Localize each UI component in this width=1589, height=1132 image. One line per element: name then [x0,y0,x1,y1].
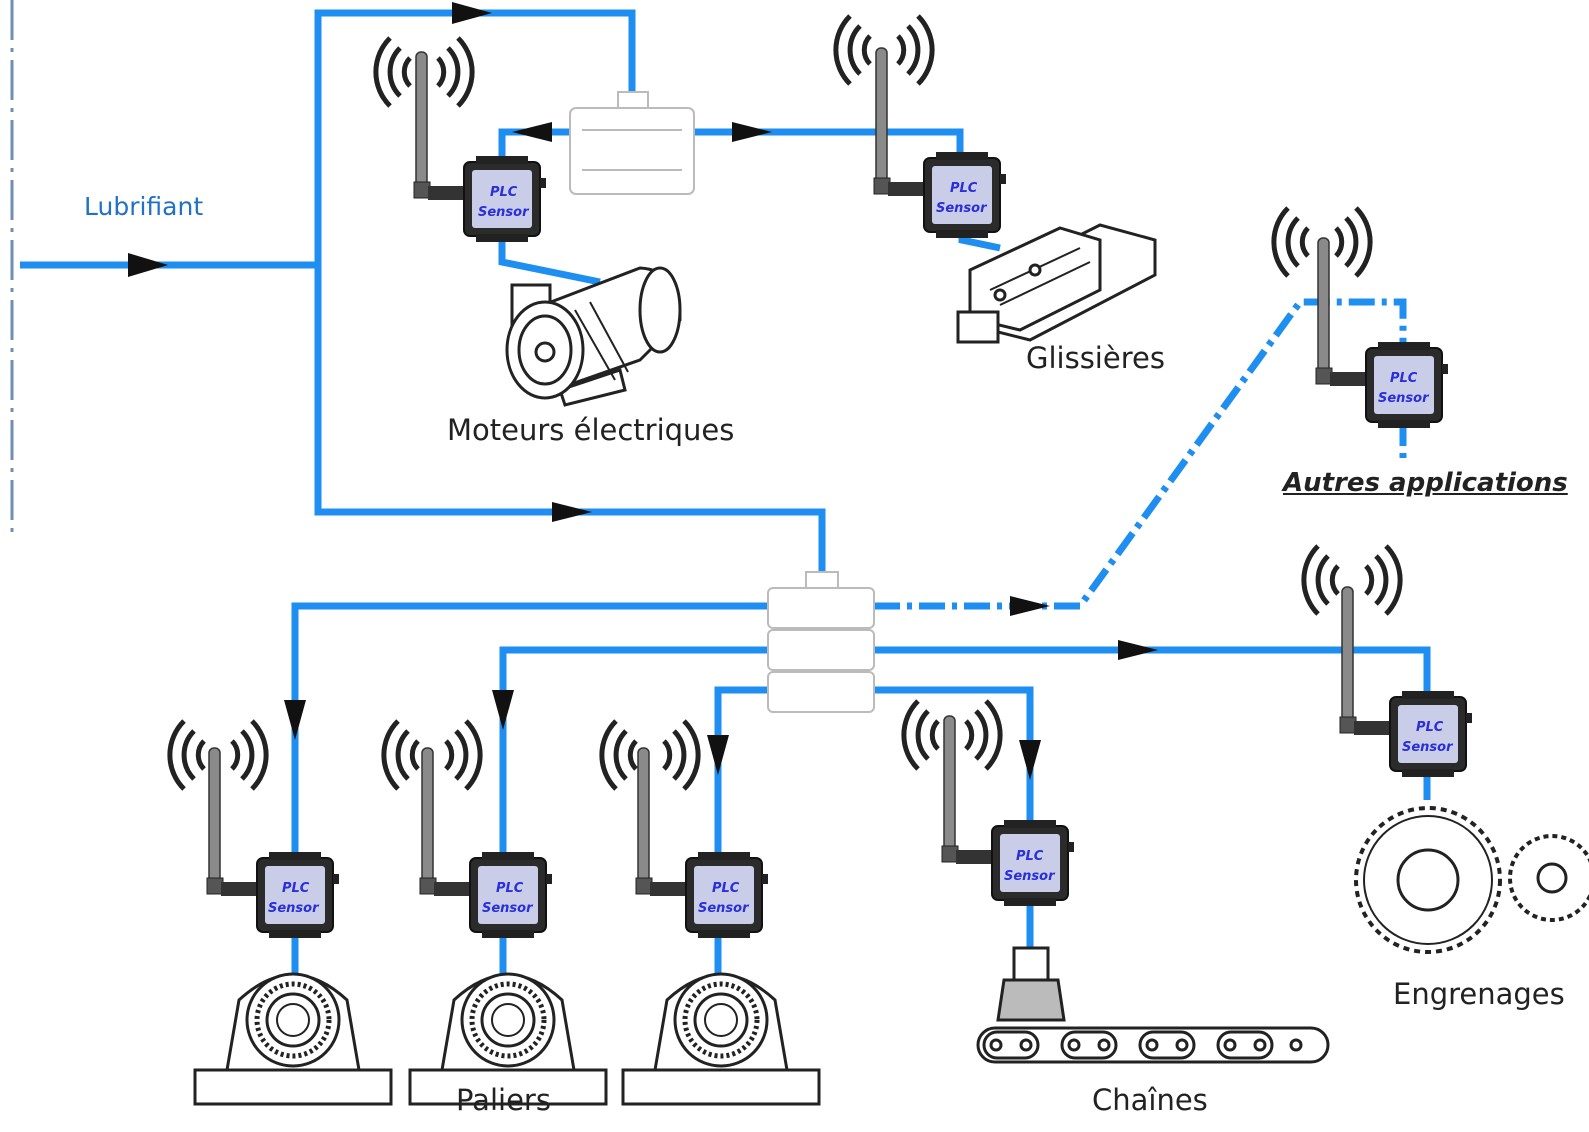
flow-arrow-icon [732,122,772,142]
sensor-chaines: PLC Sensor [904,701,1075,907]
bottom-distributor-icon [767,571,875,713]
pillow-block-bearing-icon [195,974,391,1104]
flow-arrow-icon [1019,740,1041,780]
flow-arrow-icon [284,700,306,740]
svg-text:PLC: PLC [950,181,978,196]
gear-icon-small [1508,834,1589,922]
lubricant-label: Lubrifiant [84,192,204,221]
sensor-glissieres: PLC Sensor [836,16,1007,239]
flow-arrow-icon [552,502,592,522]
svg-text:PLC: PLC [1416,720,1444,735]
svg-text:Sensor: Sensor [1378,391,1430,406]
svg-text:Sensor: Sensor [936,201,988,216]
flow-arrow-icon [452,2,492,24]
svg-text:Sensor: Sensor [478,205,530,220]
svg-text:Sensor: Sensor [268,901,320,916]
sensor-palier-3: PLC Sensor [602,721,769,939]
flow-arrow-icon [128,253,168,277]
electric-motor-icon [505,266,682,407]
sensor-engrenages: PLC Sensor [1304,546,1473,778]
sensor-palier-1: PLC Sensor [170,721,340,939]
linear-rail-icon [956,223,1157,344]
gear-icon [1354,806,1502,954]
svg-text:PLC: PLC [496,881,524,896]
flow-arrows [128,2,1158,780]
svg-text:PLC: PLC [712,881,740,896]
flow-arrow-icon [1010,596,1050,616]
chain-icon [976,946,1330,1064]
svg-text:Sensor: Sensor [1004,869,1056,884]
svg-text:PLC: PLC [490,185,518,200]
sensor-autres: PLC Sensor [1274,208,1449,429]
label-moteurs-electriques: Moteurs électriques [447,413,735,447]
top-distributor-icon [569,91,695,195]
svg-text:Sensor: Sensor [482,901,534,916]
flow-arrow-icon [707,735,729,775]
flow-arrow-icon [512,122,552,142]
label-glissieres: Glissières [1026,341,1165,375]
label-paliers: Paliers [456,1083,551,1117]
flow-arrow-icon [492,690,514,730]
label-chaines: Chaînes [1092,1083,1208,1117]
label-engrenages: Engrenages [1393,977,1565,1011]
svg-text:PLC: PLC [1390,371,1418,386]
sensor-moteurs: PLC Sensor [376,38,547,243]
label-autres-applications: Autres applications [1283,468,1568,498]
svg-text:Sensor: Sensor [1402,740,1454,755]
flow-arrow-icon [1118,640,1158,660]
pillow-block-bearing-icon [623,974,819,1104]
svg-text:Sensor: Sensor [698,901,750,916]
svg-text:PLC: PLC [1016,849,1044,864]
sensor-palier-2: PLC Sensor [384,721,553,939]
svg-text:PLC: PLC [282,881,310,896]
pipes [20,9,1431,980]
wireless-signal-icon [602,721,698,789]
